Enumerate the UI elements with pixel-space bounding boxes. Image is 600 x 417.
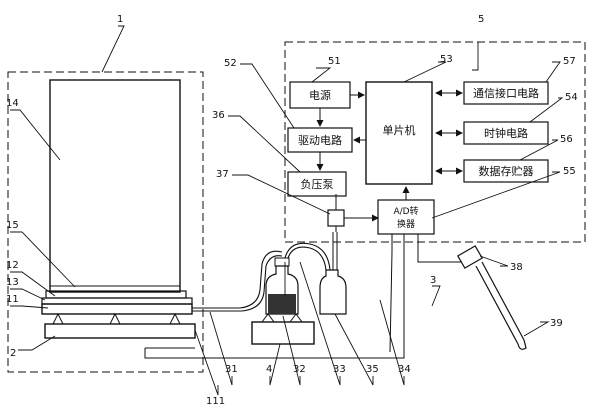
comm-interface-label: 通信接口电路 — [473, 87, 539, 100]
storage-block — [463, 159, 549, 183]
ref-12: 12 — [6, 260, 19, 271]
ref-14: 14 — [6, 98, 19, 109]
ref-38: 38 — [510, 262, 523, 273]
clock-label: 时钟电路 — [484, 126, 528, 140]
ref-5: 5 — [478, 14, 484, 25]
ref-39: 39 — [550, 318, 563, 329]
ref-37: 37 — [216, 169, 229, 180]
power-label: 电源 — [309, 88, 331, 102]
dashed-frame-5 — [284, 41, 586, 243]
ref-56: 56 — [560, 134, 573, 145]
ref-36: 36 — [212, 110, 225, 121]
ref-31: 31 — [225, 364, 238, 375]
layer-11 — [41, 303, 193, 315]
ref-2: 2 — [10, 348, 16, 359]
ref-34: 34 — [398, 364, 411, 375]
ref-54: 54 — [565, 92, 578, 103]
comm-interface-block — [463, 81, 549, 105]
layer-15 — [49, 285, 181, 292]
support-peg — [109, 312, 121, 325]
base-2 — [44, 323, 196, 339]
support-peg — [52, 312, 64, 325]
ref-51: 51 — [328, 56, 341, 67]
ref-11: 11 — [6, 294, 19, 305]
ref-4: 4 — [266, 364, 272, 375]
clock-block — [463, 121, 549, 145]
ref-111: 111 — [206, 396, 225, 407]
ref-1: 1 — [117, 14, 123, 25]
ref-15: 15 — [6, 220, 19, 231]
storage-label: 数据存贮器 — [479, 164, 534, 178]
ref-13: 13 — [6, 277, 19, 288]
layer-13 — [41, 297, 193, 305]
ref-55: 55 — [563, 166, 576, 177]
drive-circuit-label: 驱动电路 — [298, 134, 342, 147]
tube-33 — [284, 242, 331, 271]
mcu-block — [365, 81, 433, 185]
ref-3: 3 — [430, 275, 436, 286]
mcu-label: 单片机 — [383, 123, 416, 137]
pad-14 — [49, 79, 181, 293]
ref-57: 57 — [563, 56, 576, 67]
dashed-frame-1 — [7, 71, 204, 373]
scale-4 — [251, 321, 315, 345]
ref-33: 33 — [333, 364, 346, 375]
signal-wire-scale — [144, 234, 405, 359]
adc-label-line1: A/D转 — [393, 205, 418, 217]
adc-label-line2: 换器 — [397, 218, 415, 230]
ref-52: 52 — [224, 58, 237, 69]
temperature-probe — [457, 245, 527, 350]
ref-53: 53 — [440, 54, 453, 65]
signal-wire-38 — [417, 234, 462, 263]
ref-35: 35 — [366, 364, 379, 375]
ref-32: 32 — [293, 364, 306, 375]
buffer-bottle-35 — [319, 269, 347, 315]
support-peg — [169, 312, 181, 325]
tube-31 — [192, 250, 283, 309]
pressure-sensor-37 — [327, 209, 345, 227]
signal-wire-34 — [389, 234, 393, 353]
pump-label: 负压泵 — [301, 177, 334, 191]
